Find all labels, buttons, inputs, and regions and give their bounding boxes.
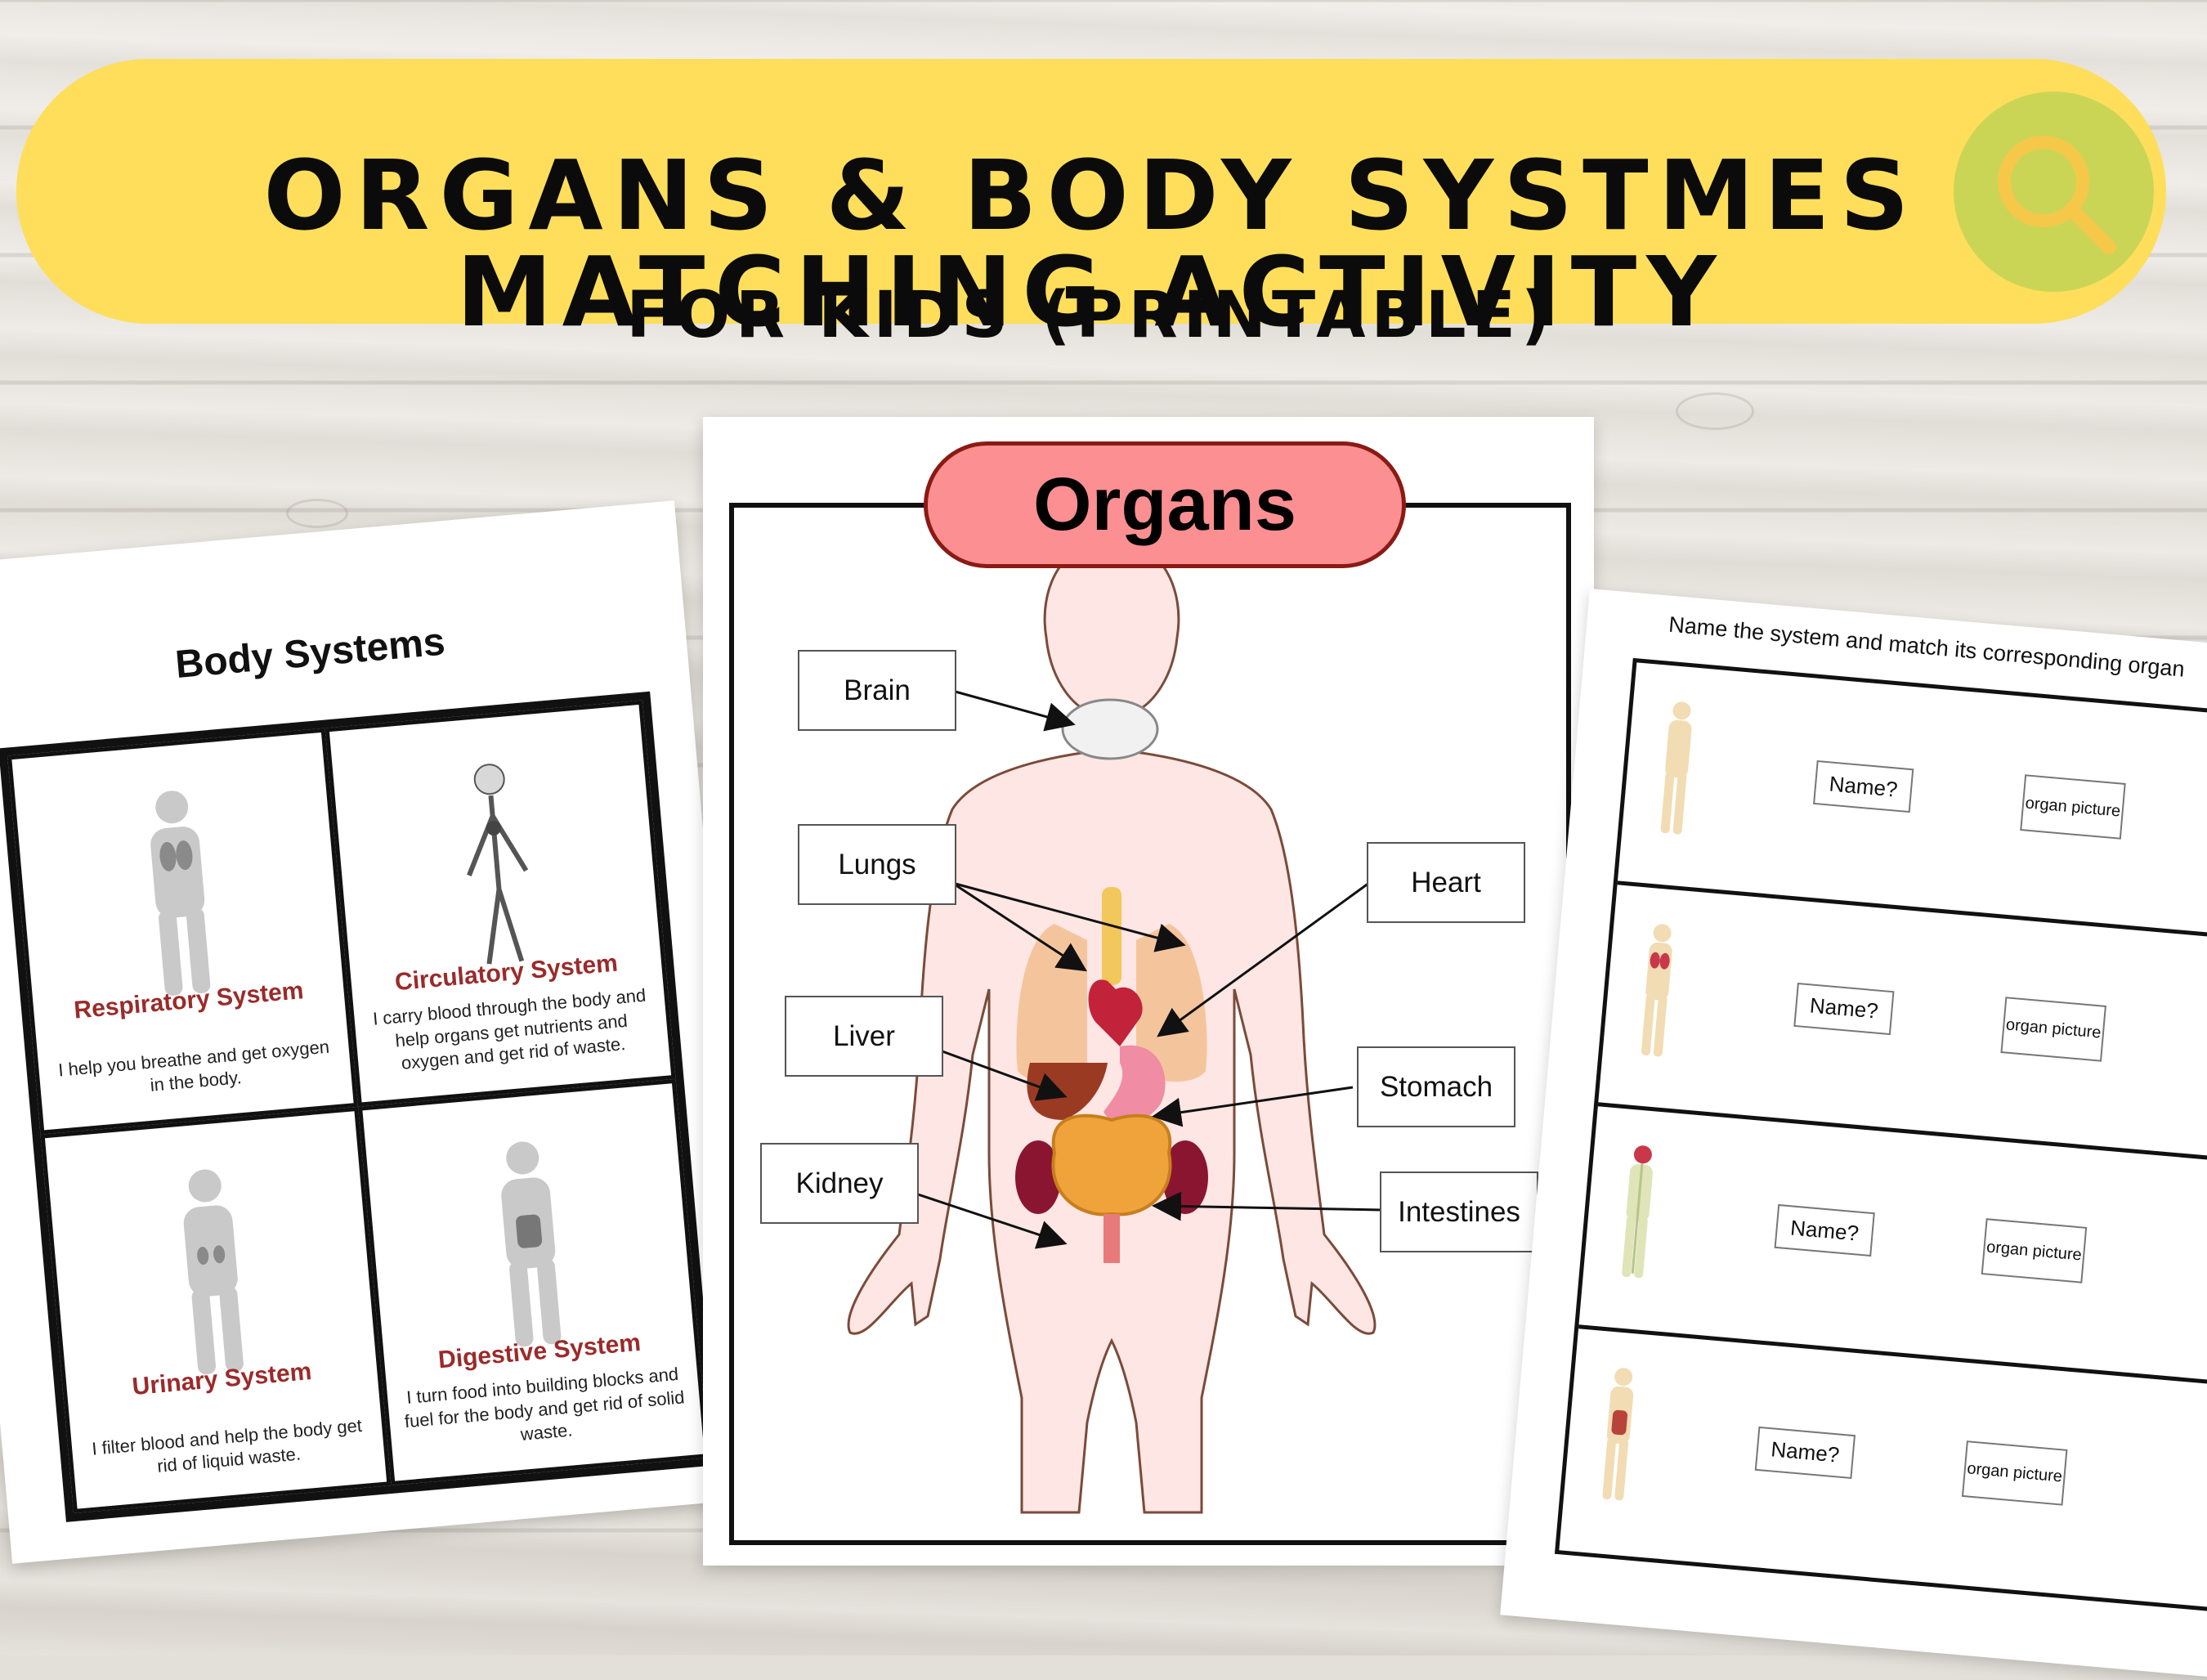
- heart-arrow: [1157, 881, 1370, 1037]
- banner-subtitle: FOR KIDS (PRINTABLE): [626, 279, 1556, 352]
- wood-knot: [286, 499, 348, 528]
- system-card: Circulatory System I carry blood through…: [325, 700, 676, 1107]
- matching-row: Name? organ picture: [1597, 884, 2207, 1167]
- label-stomach: Stomach: [1357, 1046, 1515, 1127]
- name-answer-box[interactable]: Name?: [1774, 1203, 1875, 1257]
- name-answer-box[interactable]: Name?: [1754, 1426, 1856, 1479]
- respiratory-figure-icon: [150, 791, 211, 996]
- digestive-figure-icon: [1602, 1367, 1634, 1500]
- organs-page: Organs Brain Lungs Liver Kidney Heart St…: [703, 417, 1594, 1566]
- digestive-figure-icon: [501, 1141, 562, 1347]
- body-systems-page: Body Systems Respiratory System I help y…: [0, 500, 762, 1564]
- liver-arrow: [939, 1049, 1068, 1101]
- name-answer-box[interactable]: Name?: [1813, 760, 1914, 813]
- stomach-arrow: [1152, 1086, 1354, 1127]
- organ-picture-box[interactable]: organ picture: [2020, 774, 2126, 840]
- stomach-icon: [1104, 1045, 1166, 1123]
- brain-icon: [1061, 698, 1159, 760]
- matching-row: Name? organ picture: [1559, 1328, 2207, 1611]
- title-banner: ORGANS & BODY SYSTMES MATCHING ACTIVITY …: [16, 59, 2166, 347]
- organ-picture-box[interactable]: organ picture: [1981, 1218, 2088, 1284]
- system-card: Urinary System I filter blood and help t…: [40, 1106, 392, 1513]
- label-heart: Heart: [1367, 842, 1525, 923]
- system-card-desc: I carry blood through the body and help …: [372, 984, 647, 1074]
- brain-arrow: [951, 689, 1076, 732]
- kidney-arrow: [915, 1192, 1068, 1249]
- organs-title: Organs: [924, 441, 1406, 568]
- matching-row: Name? organ picture: [1578, 1106, 2207, 1389]
- kidney-icon: [1015, 1140, 1061, 1214]
- human-body-diagram: [847, 538, 1382, 1514]
- intestines-arrow: [1152, 1191, 1382, 1221]
- label-kidney: Kidney: [760, 1143, 919, 1224]
- label-intestines: Intestines: [1380, 1172, 1538, 1252]
- body-systems-grid: Respiratory System I help you breathe an…: [0, 691, 718, 1522]
- matching-page: Name the system and match its correspond…: [1500, 589, 2207, 1679]
- body-systems-title: Body Systems: [173, 620, 447, 688]
- wood-knot: [1676, 392, 1754, 430]
- system-card-desc: I filter blood and help the body get rid…: [91, 1414, 363, 1477]
- label-brain: Brain: [798, 650, 956, 731]
- banner-title: ORGANS & BODY SYSTMES MATCHING ACTIVITY: [263, 139, 1919, 348]
- system-card-desc: I help you breathe and get oxygen in the…: [57, 1036, 330, 1096]
- label-liver: Liver: [785, 996, 943, 1077]
- urinary-figure-icon: [183, 1169, 244, 1375]
- matching-row: Name? organ picture: [1617, 662, 2207, 945]
- label-lungs: Lungs: [798, 824, 956, 905]
- organ-picture-box[interactable]: organ picture: [1961, 1440, 2068, 1506]
- organ-picture-box[interactable]: organ picture: [2000, 996, 2106, 1062]
- name-answer-box[interactable]: Name?: [1793, 982, 1895, 1035]
- nervous-figure-icon: [1622, 1145, 1653, 1279]
- heart-icon: [1088, 979, 1143, 1046]
- matching-table: Name? organ picture Name? organ picture …: [1554, 657, 2207, 1615]
- search-icon: [1954, 92, 2154, 292]
- system-card-desc: I turn food into building blocks and fue…: [403, 1364, 686, 1445]
- intestines-icon: [1051, 1113, 1172, 1216]
- skeletal-figure-icon: [1660, 701, 1692, 835]
- circulatory-figure-icon: [467, 764, 529, 965]
- system-card: Digestive System I turn food into buildi…: [358, 1078, 710, 1486]
- lungs-arrow: [951, 881, 1088, 972]
- system-card: Respiratory System I help you breathe an…: [7, 728, 359, 1135]
- respiratory-figure-icon: [1641, 923, 1672, 1056]
